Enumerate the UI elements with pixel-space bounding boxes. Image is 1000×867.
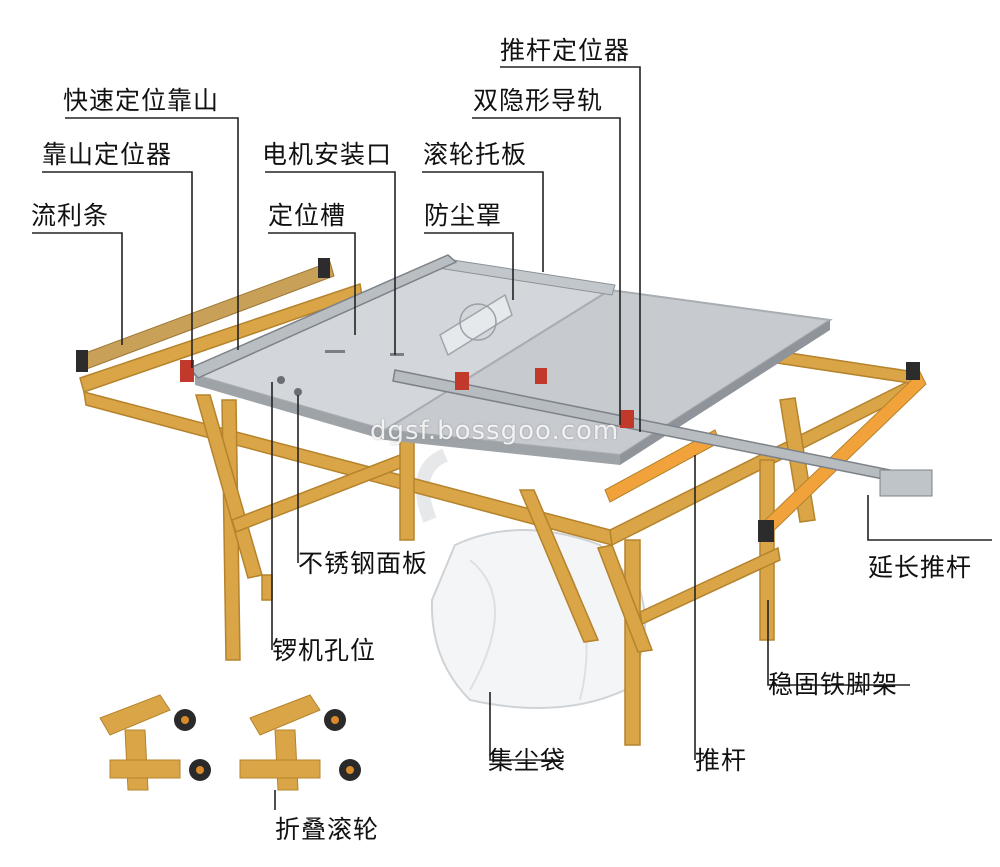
label-dust-cover: 防尘罩 <box>424 201 503 230</box>
leader-fence-positioner <box>42 171 193 368</box>
folding-wheel-left <box>99 694 211 791</box>
leader-extension-rod <box>867 495 992 541</box>
quick-fence <box>180 254 458 382</box>
leader-dust-bag <box>489 692 560 761</box>
leader-double-hidden-rail <box>472 117 621 425</box>
label-extension-rod: 延长推杆 <box>868 553 973 582</box>
label-dust-bag: 集尘袋 <box>488 746 567 775</box>
label-router-hole: 锣机孔位 <box>272 636 377 665</box>
label-locating-slot: 定位槽 <box>268 201 347 230</box>
flow-strip-left <box>76 258 335 372</box>
steel-stand <box>79 283 919 746</box>
leader-quick-fence <box>65 117 239 350</box>
push-rod <box>392 368 933 497</box>
leader-roller-tray <box>422 171 544 272</box>
label-fence-positioner: 靠山定位器 <box>42 140 173 169</box>
leader-dust-cover <box>424 232 514 300</box>
label-folding-wheels: 折叠滚轮 <box>275 815 380 844</box>
label-steel-stand: 稳固铁脚架 <box>768 670 899 699</box>
label-roller-tray: 滚轮托板 <box>423 140 528 169</box>
leader-locating-slot <box>268 232 356 335</box>
leader-lines <box>32 66 992 810</box>
folding-wheel-right <box>239 694 361 791</box>
label-flow-strip: 流利条 <box>31 201 110 230</box>
flow-strip-right <box>758 362 927 542</box>
label-double-hidden-rail: 双隐形导轨 <box>473 86 604 115</box>
label-quick-fence: 快速定位靠山 <box>63 86 220 115</box>
label-motor-port: 电机安装口 <box>262 140 393 169</box>
leader-push-rod-positioner <box>500 66 641 432</box>
leader-motor-port <box>265 171 396 355</box>
watermark: dgsf.bossgoo.com <box>370 416 620 446</box>
label-push-rod: 推杆 <box>695 746 748 775</box>
leader-flow-strip <box>32 232 123 345</box>
label-stainless-panel: 不锈钢面板 <box>298 549 429 578</box>
leader-steel-stand <box>767 600 910 686</box>
dust-cover <box>439 293 513 357</box>
label-push-rod-positioner: 推杆定位器 <box>500 36 631 65</box>
